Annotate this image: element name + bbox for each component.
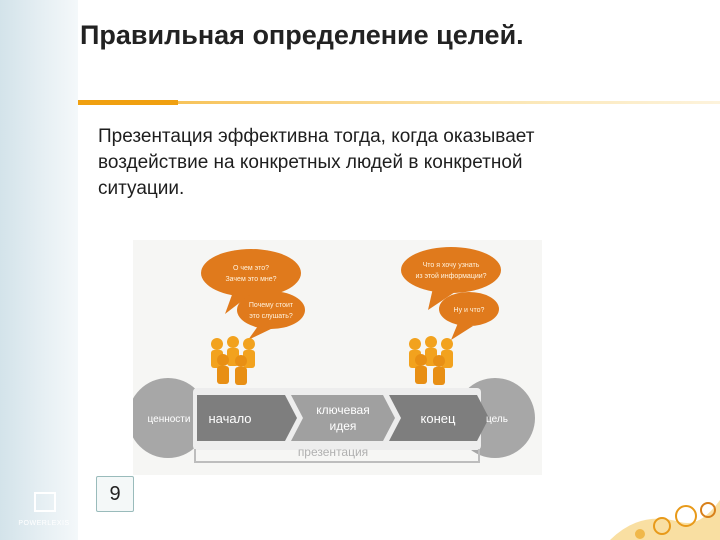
logo-text: POWERLEXIS [18, 520, 70, 527]
bubble-text: из этой информации? [415, 272, 486, 280]
key-idea-label-line2: идея [330, 419, 357, 433]
page-number: 9 [96, 476, 134, 512]
end-label: конец [421, 411, 456, 426]
people-group-icon [409, 336, 453, 385]
presentation-caption: презентация [298, 445, 368, 459]
left-sidebar-panel [0, 0, 78, 540]
speech-bubble: Ну и что? [439, 292, 499, 340]
bubble-text: Зачем это мне? [225, 276, 276, 283]
underline-accent [78, 100, 178, 105]
people-group-icon [211, 336, 255, 385]
bubble-text: Что я хочу узнать [423, 262, 480, 269]
body-line: воздействие на конкретных людей в конкре… [98, 152, 523, 173]
powerlexis-logo: POWERLEXIS [14, 490, 74, 534]
underline-fade [178, 101, 720, 104]
values-label: ценности [148, 414, 191, 425]
key-idea-arrow [291, 395, 395, 441]
end-arrow [389, 395, 489, 441]
slide-body-text: Презентация эффективна тогда, когда оказ… [95, 124, 655, 202]
logo-mark-icon [34, 492, 56, 512]
corner-swirl-decoration [610, 500, 720, 540]
values-circle [133, 378, 208, 458]
presentation-diagram: ценности начало ключевая идея конец цель… [133, 240, 542, 475]
goal-label: цель [486, 414, 508, 425]
bubble-text: О чем это? [233, 265, 269, 272]
title-underline [78, 100, 720, 105]
key-idea-label-line1: ключевая [316, 403, 369, 417]
start-arrow [197, 395, 297, 441]
bubble-text: Ну и что? [454, 307, 485, 314]
body-line: ситуации. [98, 178, 185, 199]
body-line: Презентация эффективна тогда, когда оказ… [98, 126, 535, 147]
bubble-text: Почему стоит [249, 302, 294, 309]
start-label: начало [208, 411, 251, 426]
slide-title: Правильная определение целей. [80, 20, 524, 50]
speech-bubble: Почему стоит это слушать? [237, 291, 305, 340]
speech-bubble: О чем это? Зачем это мне? [201, 249, 301, 314]
presentation-bracket [194, 449, 480, 463]
bubble-text: это слушать? [249, 313, 293, 320]
speech-bubble: Что я хочу узнать из этой информации? [401, 247, 501, 310]
